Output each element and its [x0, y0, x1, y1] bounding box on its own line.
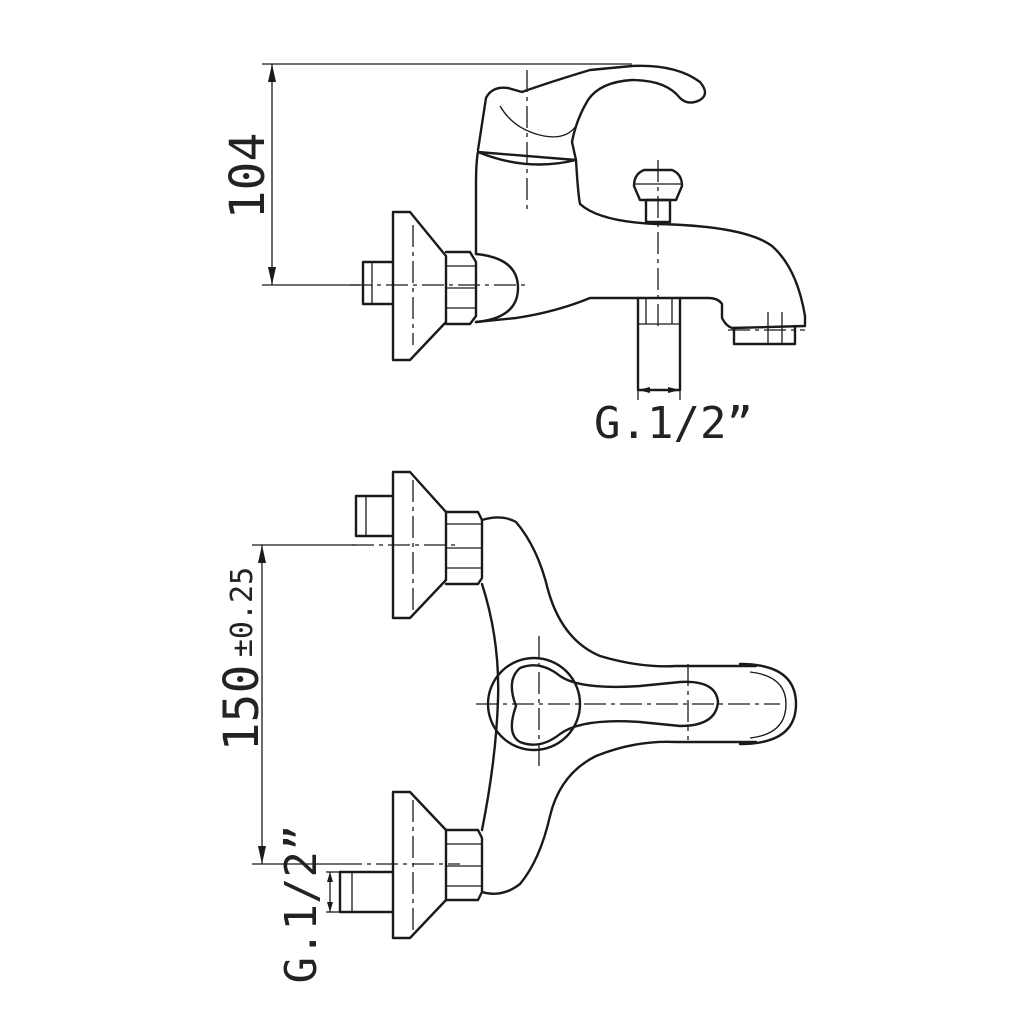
side-lever	[476, 64, 707, 162]
front-inlet-lower	[338, 870, 395, 914]
spacing-tolerance-label: ±0.25	[225, 567, 260, 657]
side-body	[474, 150, 807, 330]
front-inlet-upper	[354, 494, 395, 538]
front-hex-nut-lower	[444, 828, 484, 902]
side-diverter-cap	[632, 168, 684, 202]
front-hex-nut-upper	[444, 510, 484, 586]
dimension-outlet-thread: G.1/2”	[594, 387, 753, 449]
side-wall-flange	[391, 210, 448, 362]
side-view: 104 G.1/2”	[220, 63, 807, 449]
outlet-thread-label: G.1/2”	[594, 398, 753, 449]
dimension-spacing: 150 ±0.25	[214, 544, 356, 865]
inlet-thread-label: G.1/2”	[276, 825, 327, 984]
height-dimension-label: 104	[220, 133, 276, 220]
side-eccentric	[474, 252, 520, 324]
front-view: 150 ±0.25 G.1/2”	[214, 470, 798, 984]
front-spout-end	[738, 662, 798, 746]
front-lever	[510, 664, 720, 746]
side-aerator	[732, 324, 797, 346]
spacing-dimension-label: 150	[214, 665, 270, 752]
side-shower-outlet	[636, 296, 682, 392]
side-hex-nut	[444, 250, 478, 326]
side-inlet-stub	[361, 260, 395, 306]
dimension-height: 104	[220, 63, 632, 286]
front-flange-lower	[391, 790, 448, 940]
dimension-inlet-thread: G.1/2”	[276, 825, 340, 984]
front-body	[480, 516, 758, 895]
front-flange-upper	[391, 470, 448, 620]
